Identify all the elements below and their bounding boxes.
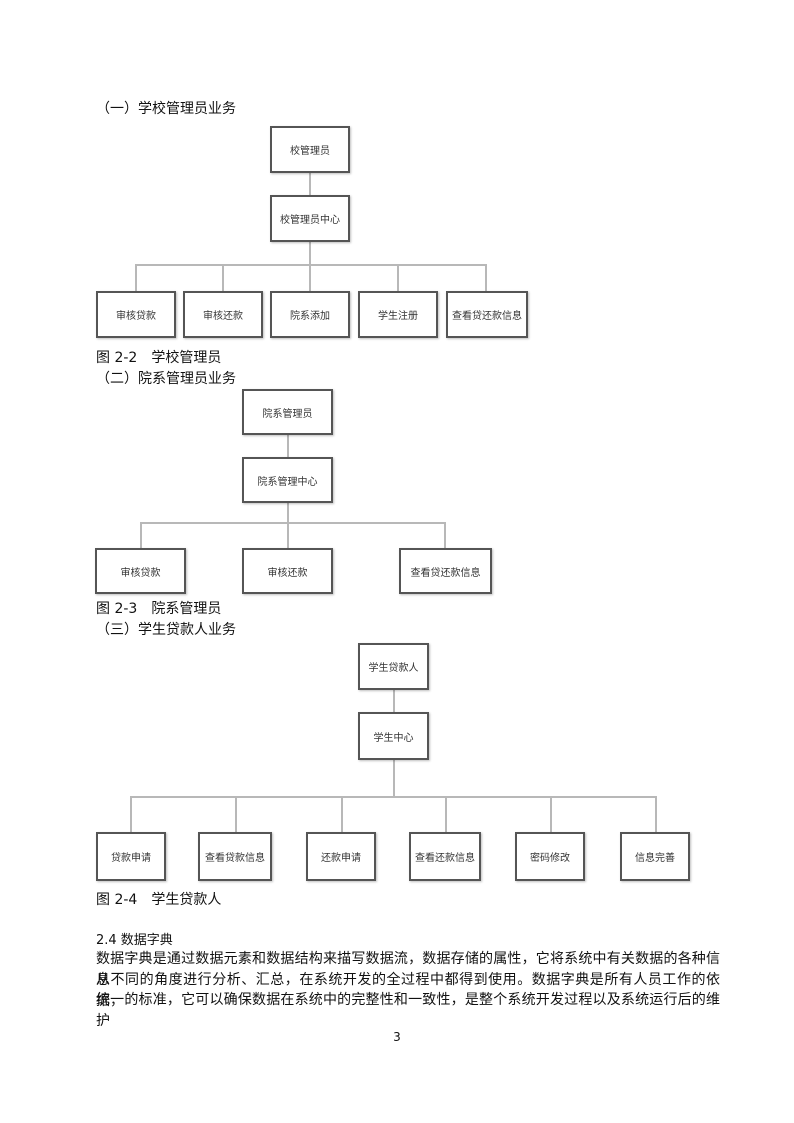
child-node: 学生注册 (358, 291, 438, 338)
connector (309, 264, 311, 291)
connector (140, 522, 446, 524)
connector (309, 173, 311, 195)
connector (341, 796, 343, 832)
connector (309, 242, 311, 265)
connector (444, 522, 446, 548)
paragraph-line: 从不同的角度进行分析、汇总，在系统开发的全过程中都得到使用。数据字典是所有人员工… (96, 972, 720, 1009)
child-node: 查看贷还款信息 (446, 291, 528, 338)
connector (287, 522, 289, 548)
figure-caption: 图 2-4 学生贷款人 (96, 892, 222, 908)
section-title: 2.4 数据字典 (96, 933, 173, 948)
child-node: 密码修改 (515, 832, 585, 881)
paragraph-line: 统一的标准，它可以确保数据在系统中的完整性和一致性，是整个系统开发过程以及系统运… (96, 992, 720, 1029)
connector (485, 264, 487, 291)
connector (135, 264, 487, 266)
child-node: 审核还款 (183, 291, 263, 338)
figure-caption: 图 2-3 院系管理员 (96, 601, 222, 617)
section1-heading: （一）学校管理员业务 (96, 101, 236, 117)
center-node: 院系管理中心 (242, 457, 333, 503)
connector (140, 522, 142, 548)
child-node: 信息完善 (620, 832, 690, 881)
connector (655, 796, 657, 832)
connector (397, 264, 399, 291)
center-node: 学生中心 (358, 712, 429, 760)
connector (135, 264, 137, 291)
connector (445, 796, 447, 832)
child-node: 审核贷款 (96, 291, 176, 338)
root-node: 校管理员 (270, 126, 350, 173)
connector (393, 760, 395, 797)
connector (550, 796, 552, 832)
child-node: 审核贷款 (95, 548, 186, 594)
child-node: 查看贷款信息 (198, 832, 272, 881)
connector (393, 690, 395, 712)
root-node: 学生贷款人 (358, 643, 429, 690)
root-node: 院系管理员 (242, 389, 333, 435)
connector (287, 435, 289, 457)
connector (130, 796, 132, 832)
child-node: 还款申请 (306, 832, 376, 881)
paragraph-line: 数据字典是通过数据元素和数据结构来描写数据流，数据存储的属性，它将系统中有关数据… (96, 951, 720, 988)
connector (130, 796, 657, 798)
connector (287, 503, 289, 523)
section3-heading: （三）学生贷款人业务 (96, 622, 236, 638)
page-number: 3 (393, 1030, 401, 1044)
child-node: 院系添加 (270, 291, 350, 338)
child-node: 贷款申请 (96, 832, 166, 881)
figure-caption: 图 2-2 学校管理员 (96, 350, 222, 366)
center-node: 校管理员中心 (270, 195, 350, 242)
child-node: 查看还款信息 (409, 832, 481, 881)
connector (222, 264, 224, 291)
section2-heading: （二）院系管理员业务 (96, 371, 236, 387)
child-node: 查看贷还款信息 (399, 548, 492, 594)
connector (235, 796, 237, 832)
child-node: 审核还款 (242, 548, 333, 594)
